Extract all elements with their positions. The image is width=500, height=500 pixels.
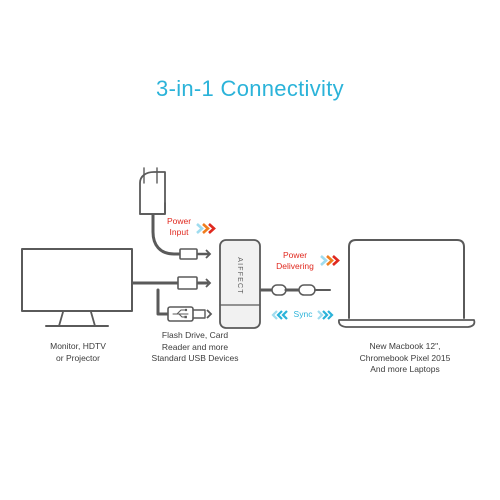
caption-line: Chromebook Pixel 2015 bbox=[359, 352, 451, 363]
caption-line: Reader and more bbox=[161, 341, 229, 352]
hub-brand-label: AIFFECT bbox=[236, 257, 243, 295]
caption-line: New Macbook 12", bbox=[369, 341, 441, 351]
usb-symbol-icon bbox=[172, 308, 189, 319]
power-input-arrows bbox=[196, 223, 216, 234]
laptop-icon bbox=[337, 239, 476, 328]
hdmi-plug-icon bbox=[177, 276, 209, 290]
power-input-label-line: Power bbox=[166, 216, 192, 226]
power-delivering-label-line: Delivering bbox=[276, 261, 314, 271]
power-input-label: Power Input bbox=[158, 216, 200, 238]
laptop-caption: New Macbook 12", Chromebook Pixel 2015 A… bbox=[340, 341, 470, 376]
usb-devices-caption: Flash Drive, Card Reader and more Standa… bbox=[140, 330, 250, 365]
caption-line: Flash Drive, Card bbox=[161, 330, 229, 340]
hub-device bbox=[219, 239, 261, 329]
monitor-caption: Monitor, HDTV or Projector bbox=[30, 341, 126, 364]
power-input-label-line: Input bbox=[169, 227, 189, 237]
caption-line: Monitor, HDTV bbox=[50, 341, 106, 351]
sync-left-arrows bbox=[271, 310, 288, 320]
caption-line: Standard USB Devices bbox=[151, 353, 239, 363]
hub-port-arrows bbox=[205, 249, 213, 319]
caption-line: And more Laptops bbox=[370, 364, 440, 374]
sync-right-arrows bbox=[317, 310, 334, 320]
monitor-icon bbox=[21, 248, 133, 327]
sync-label: Sync bbox=[293, 309, 313, 319]
power-delivering-label-line: Power bbox=[282, 250, 308, 260]
power-delivering-label: Power Delivering bbox=[270, 250, 320, 272]
dc-plug-icon bbox=[179, 248, 210, 260]
power-adapter-icon bbox=[139, 167, 166, 215]
usb-c-plug-icon bbox=[271, 284, 301, 296]
diagram-title: 3-in-1 Connectivity bbox=[156, 76, 344, 101]
caption-line: or Projector bbox=[56, 352, 100, 363]
usb-c-plug-icon bbox=[298, 284, 331, 296]
power-delivering-arrows bbox=[320, 255, 340, 266]
